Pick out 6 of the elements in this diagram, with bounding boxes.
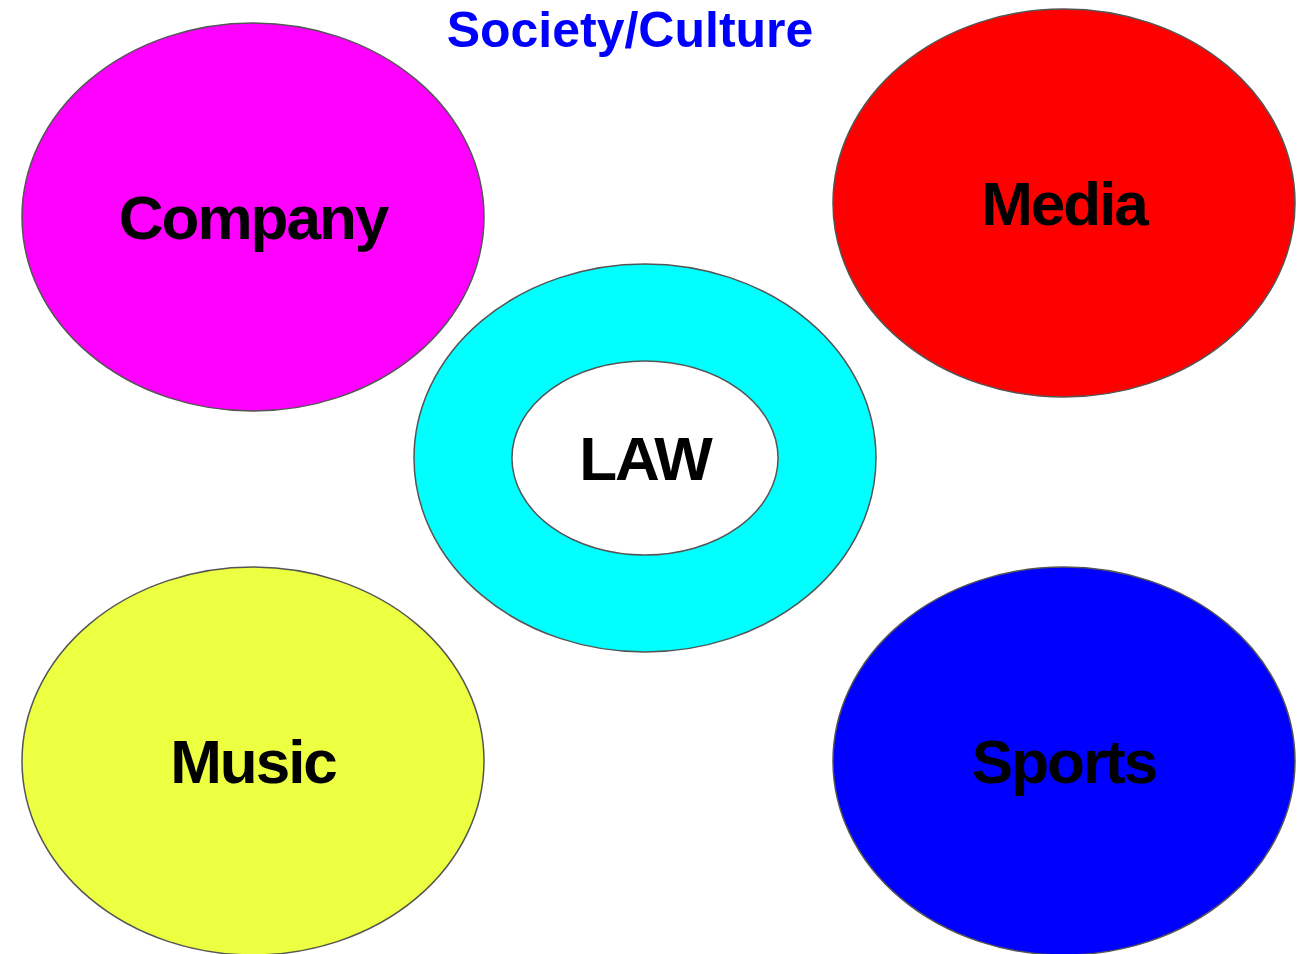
node-label: Music [170, 725, 336, 797]
node-label: LAW [579, 422, 711, 494]
diagram-title: Society/Culture [445, 1, 815, 60]
node-label: Media [981, 167, 1147, 239]
node-label: Company [118, 181, 388, 253]
node-label: Sports [971, 725, 1157, 797]
